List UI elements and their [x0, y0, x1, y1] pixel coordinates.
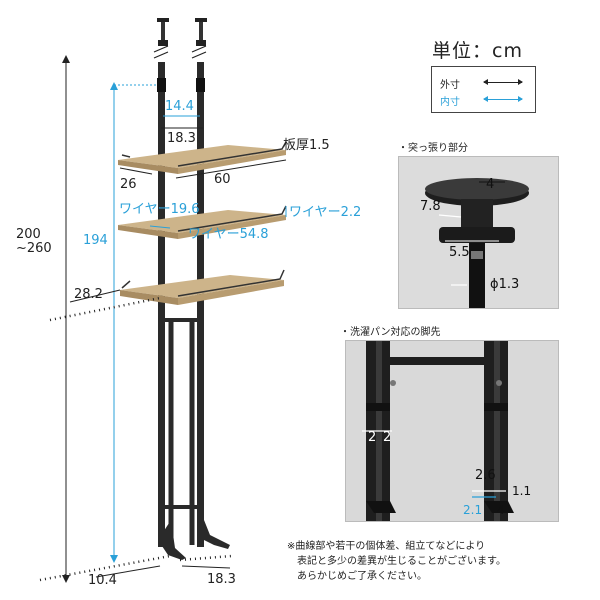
legend-inner-label: 内寸	[440, 97, 460, 108]
disclaimer-line-3: あらかじめご了承ください。	[297, 571, 427, 582]
shelf-depth-label: 26	[120, 177, 137, 192]
legend-outer-label: 外寸	[440, 80, 460, 91]
foot-detail-title: ・洗濯パン対応の脚先	[340, 327, 441, 338]
tension-detail-photo: 4 7.8 5.5 ϕ1.3	[398, 156, 559, 309]
foot-dim-1-1: 1.1	[512, 484, 531, 498]
base-width-label: 18.3	[207, 572, 236, 587]
shelf-top	[118, 141, 287, 174]
tension-dim-5-5: 5.5	[449, 245, 470, 260]
wire-height-label: ワイヤー2.2	[289, 205, 361, 220]
height-inner-label: 194	[83, 233, 108, 248]
dimension-lines	[39, 55, 287, 583]
disclaimer-line-1: ※曲線部や若干の個体差、組立てなどにより	[287, 541, 486, 552]
height-outer-label-2: ~260	[16, 241, 52, 256]
tension-dim-7-8: 7.8	[420, 199, 441, 214]
tension-detail-title: ・突っ張り部分	[398, 143, 468, 154]
legend-outer-arrow-icon	[483, 79, 523, 85]
foot-detail-photo: 2 2 2.6 1.1 2.1 4	[345, 340, 559, 522]
wire-width-label: ワイヤー54.8	[188, 227, 269, 242]
board-thickness-label: 板厚1.5	[283, 138, 330, 153]
unit-legend: 外寸 内寸	[431, 66, 536, 113]
foot-dim-2-1: 2.1	[463, 503, 482, 517]
wire-depth-label: ワイヤー19.6	[119, 202, 200, 217]
tension-part-drawing: 4 7.8 5.5 ϕ1.3	[399, 157, 558, 308]
shelf-width-label: 60	[214, 172, 231, 187]
bottom-depth-label: 28.2	[74, 287, 103, 302]
foot-dim-2-left: 2	[368, 430, 376, 445]
rack-frame	[153, 18, 230, 560]
pole-left	[158, 62, 165, 547]
top-inner-width-label: 14.4	[165, 99, 194, 114]
foot-dim-2-right: 2	[383, 430, 391, 445]
tension-screw-right	[195, 18, 207, 46]
foot-dim-4: 4	[497, 503, 505, 517]
tension-dim-phi: ϕ1.3	[490, 277, 519, 292]
unit-title: 単位：cm	[432, 40, 523, 62]
pole-right	[197, 62, 204, 547]
base-depth-label: 10.4	[88, 573, 117, 588]
legend-inner-arrow-icon	[483, 96, 523, 102]
tension-screw-left	[157, 18, 169, 46]
height-outer-label-1: 200	[16, 227, 41, 242]
tension-dim-4: 4	[486, 177, 494, 192]
shelf-bottom	[120, 269, 285, 305]
disclaimer-line-2: 表記と多少の差異が生じることがございます。	[297, 556, 506, 567]
foot-dim-2-6: 2.6	[475, 468, 496, 483]
foot-part-drawing: 2 2 2.6 1.1 2.1 4	[346, 341, 558, 521]
top-outer-width-label: 18.3	[167, 131, 196, 146]
